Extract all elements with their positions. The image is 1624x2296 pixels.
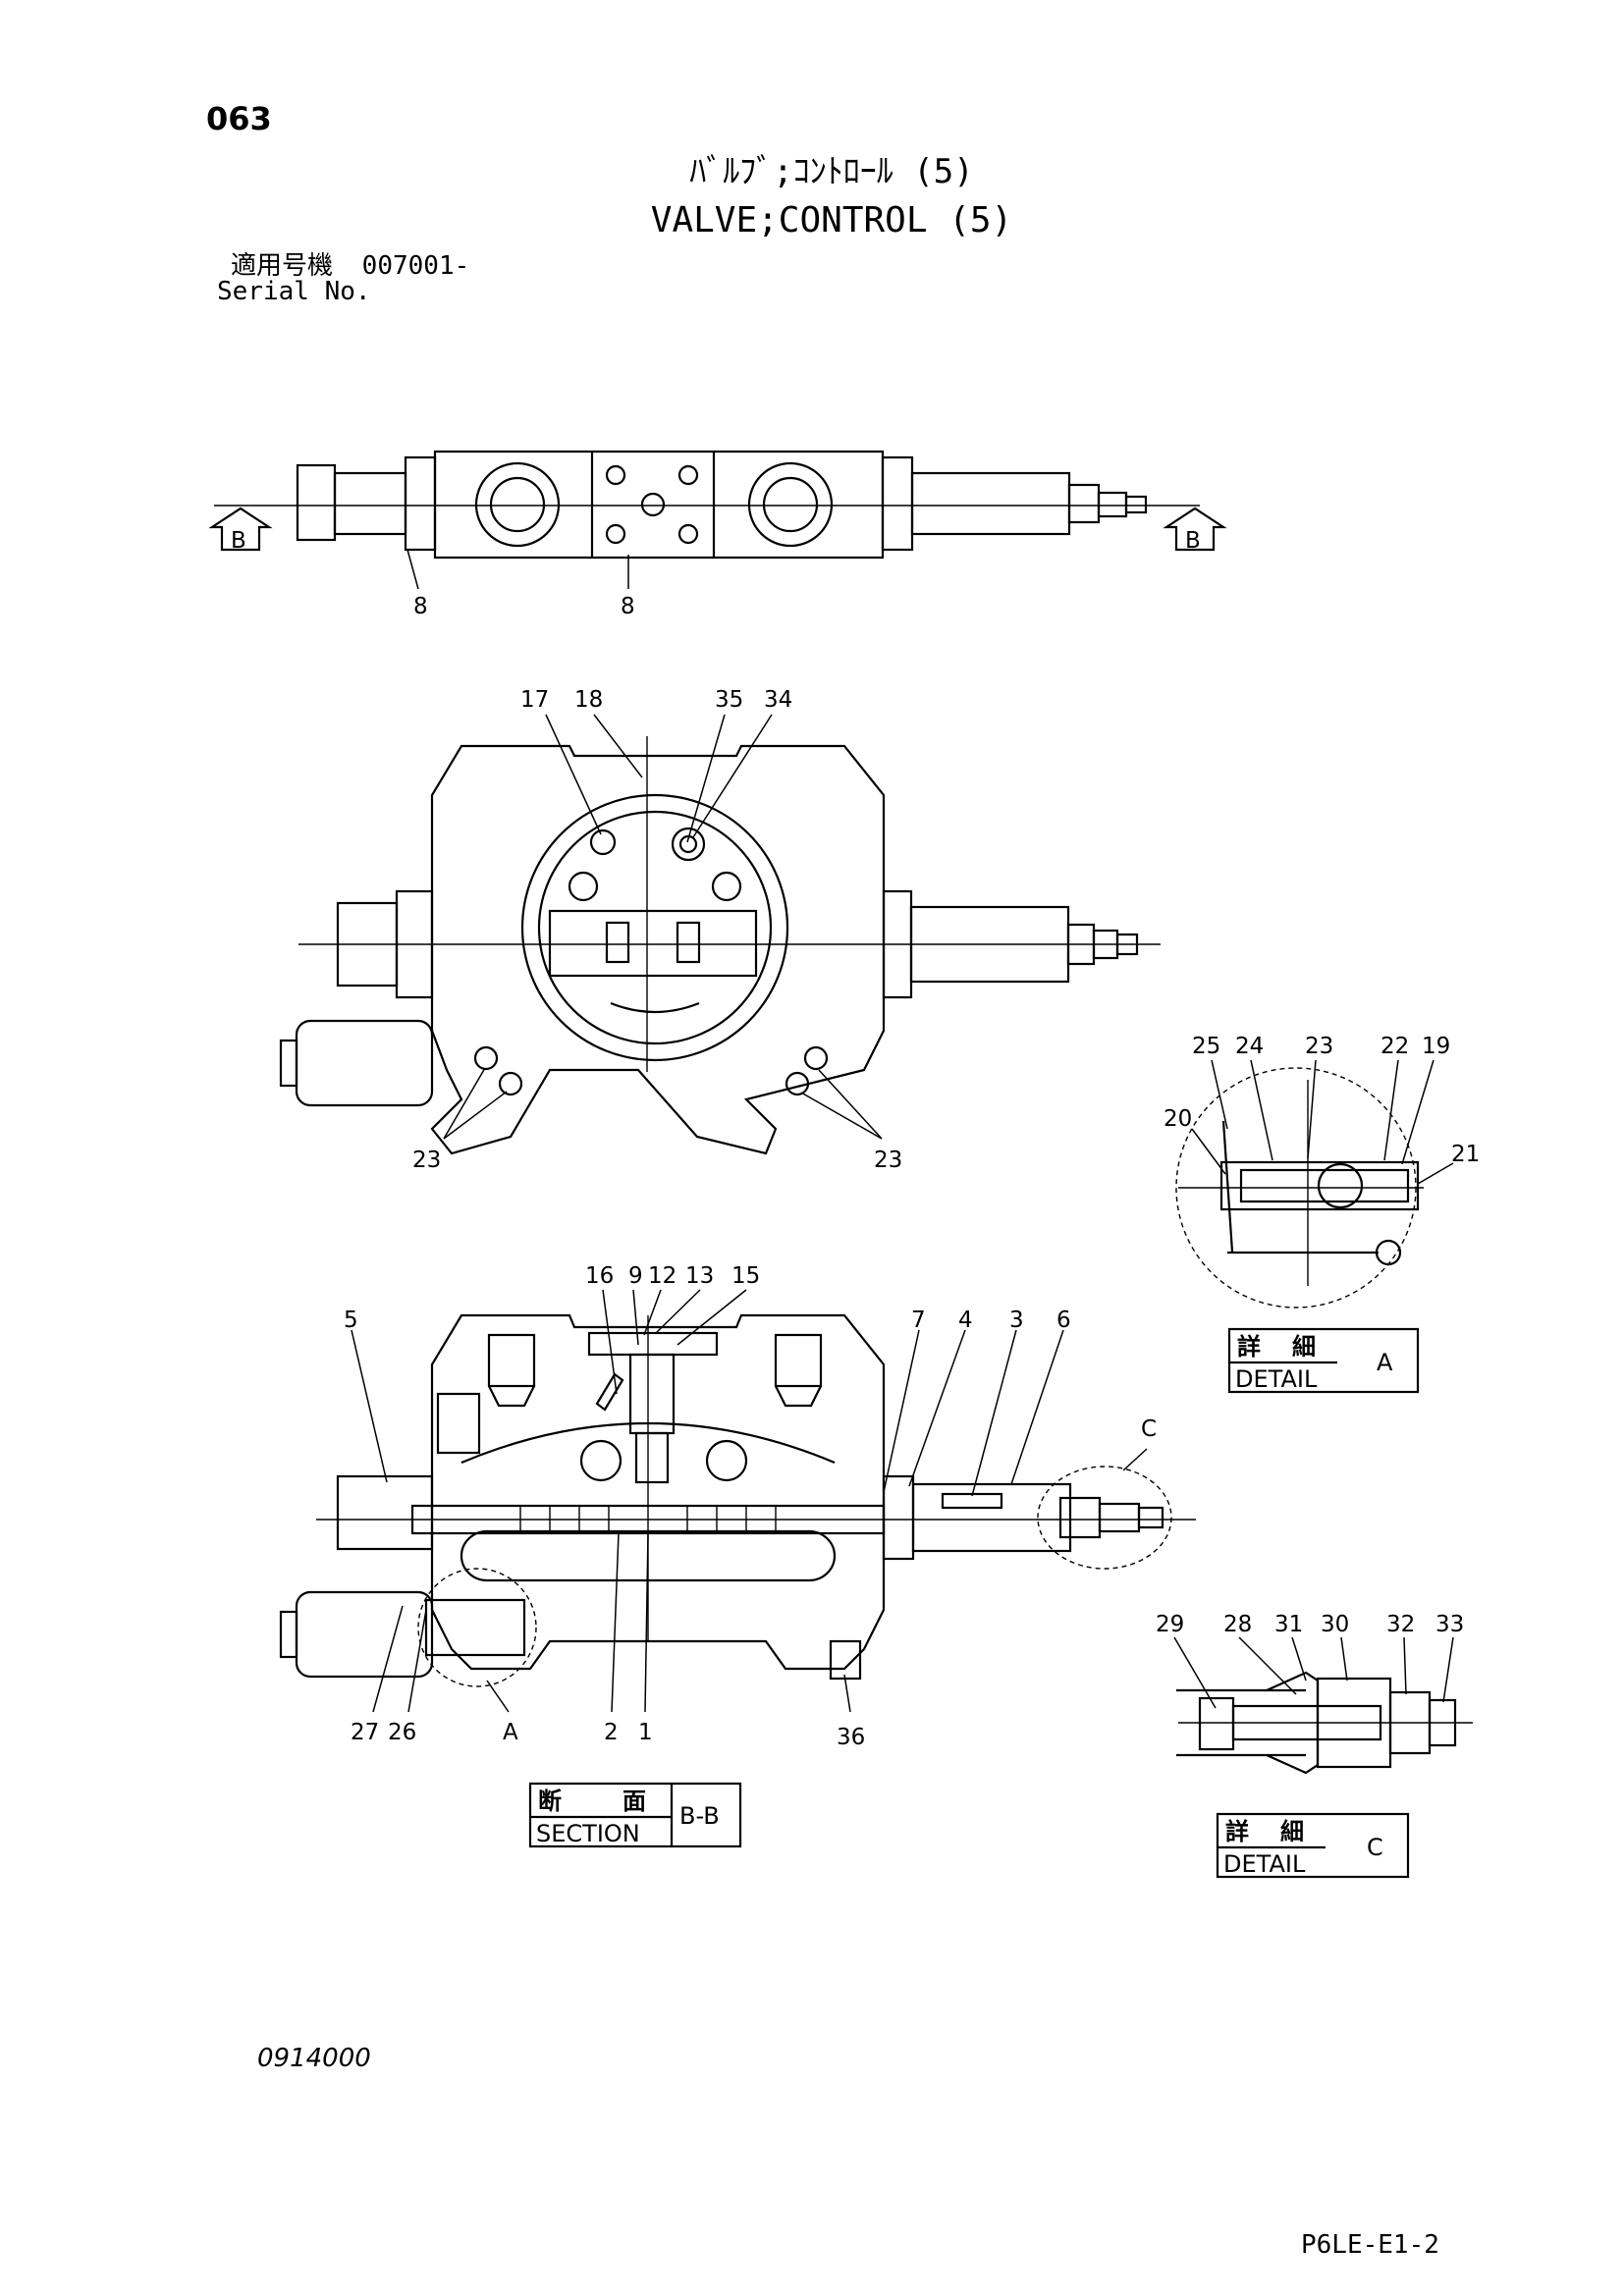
callout-35: 35 bbox=[715, 687, 743, 713]
callout-17: 17 bbox=[520, 687, 549, 713]
callout-20: 20 bbox=[1164, 1106, 1192, 1132]
callout-30: 30 bbox=[1321, 1612, 1349, 1637]
top-view: B B 8 8 bbox=[208, 450, 1227, 619]
callout-7: 7 bbox=[911, 1308, 926, 1333]
section-box-jp-1: 断 bbox=[538, 1788, 562, 1815]
section-bb-view: 5 16 9 12 13 15 7 4 3 6 C 27 26 A 2 1 36… bbox=[279, 1263, 1196, 1848]
serial-label-jp-text: 適用号機 bbox=[231, 251, 334, 281]
callout-a: A bbox=[503, 1720, 518, 1745]
callout-9: 9 bbox=[628, 1263, 643, 1289]
callout-15: 15 bbox=[731, 1263, 760, 1289]
title-english: VALVE;CONTROL (5) bbox=[650, 200, 1013, 240]
callout-18: 18 bbox=[574, 687, 603, 713]
callout-5: 5 bbox=[344, 1308, 358, 1333]
callout-8-left: 8 bbox=[413, 594, 428, 619]
detail-c-jp-2: 細 bbox=[1280, 1818, 1304, 1845]
detail-a-en: DETAIL bbox=[1235, 1365, 1318, 1393]
detail-a-jp-2: 細 bbox=[1292, 1333, 1316, 1361]
callout-27: 27 bbox=[351, 1720, 379, 1745]
callout-32: 32 bbox=[1386, 1612, 1415, 1637]
detail-a-id: A bbox=[1377, 1349, 1393, 1376]
callout-8-right: 8 bbox=[621, 594, 635, 619]
callout-21: 21 bbox=[1451, 1142, 1480, 1167]
detail-a-view: 25 24 23 22 19 20 21 詳 細 DETAIL A bbox=[1164, 1034, 1480, 1394]
callout-3: 3 bbox=[1009, 1308, 1024, 1333]
callout-c: C bbox=[1141, 1416, 1157, 1442]
callout-12: 12 bbox=[648, 1263, 677, 1289]
callout-28: 28 bbox=[1223, 1612, 1252, 1637]
callout-23-left: 23 bbox=[412, 1148, 441, 1173]
section-box-en: SECTION bbox=[536, 1820, 640, 1847]
callout-16: 16 bbox=[585, 1263, 614, 1289]
callout-29: 29 bbox=[1156, 1612, 1184, 1637]
detail-c-en: DETAIL bbox=[1223, 1850, 1306, 1878]
section-box-id: B-B bbox=[679, 1802, 720, 1830]
callout-2: 2 bbox=[604, 1720, 619, 1745]
serial-label-english: Serial No. bbox=[217, 277, 371, 306]
drawing-code: 0914000 bbox=[257, 2044, 371, 2073]
detail-c-view: 29 28 31 30 32 33 詳 細 DETAIL C bbox=[1156, 1612, 1473, 1879]
callout-31: 31 bbox=[1274, 1612, 1303, 1637]
serial-value: 007001- bbox=[361, 251, 470, 281]
section-marker-right: B bbox=[1185, 528, 1201, 554]
page-number: 063 bbox=[206, 100, 272, 137]
callout-1: 1 bbox=[638, 1720, 653, 1745]
callout-23-detail: 23 bbox=[1305, 1034, 1333, 1059]
callout-24: 24 bbox=[1235, 1034, 1264, 1059]
callout-4: 4 bbox=[958, 1308, 973, 1333]
title-japanese: ﾊﾞﾙﾌﾞ;ｺﾝﾄﾛｰﾙ (5) bbox=[689, 152, 974, 191]
callout-23-right: 23 bbox=[874, 1148, 902, 1173]
callout-6: 6 bbox=[1056, 1308, 1071, 1333]
callout-33: 33 bbox=[1435, 1612, 1464, 1637]
callout-26: 26 bbox=[388, 1720, 416, 1745]
callout-25: 25 bbox=[1192, 1034, 1220, 1059]
detail-c-id: C bbox=[1367, 1834, 1383, 1861]
callout-22: 22 bbox=[1380, 1034, 1409, 1059]
front-view: 17 18 35 34 23 23 bbox=[279, 687, 1161, 1173]
detail-c-jp-1: 詳 bbox=[1225, 1818, 1249, 1845]
callout-19: 19 bbox=[1422, 1034, 1450, 1059]
section-marker-left: B bbox=[231, 528, 246, 554]
section-box-jp-2: 面 bbox=[623, 1788, 646, 1815]
callout-36: 36 bbox=[837, 1725, 865, 1750]
callout-13: 13 bbox=[685, 1263, 714, 1289]
detail-a-jp-1: 詳 bbox=[1237, 1333, 1261, 1361]
sheet-reference: P6LE-E1-2 bbox=[1301, 2230, 1439, 2260]
serial-label-japanese: 適用号機 007001- bbox=[231, 253, 469, 279]
callout-34: 34 bbox=[764, 687, 792, 713]
